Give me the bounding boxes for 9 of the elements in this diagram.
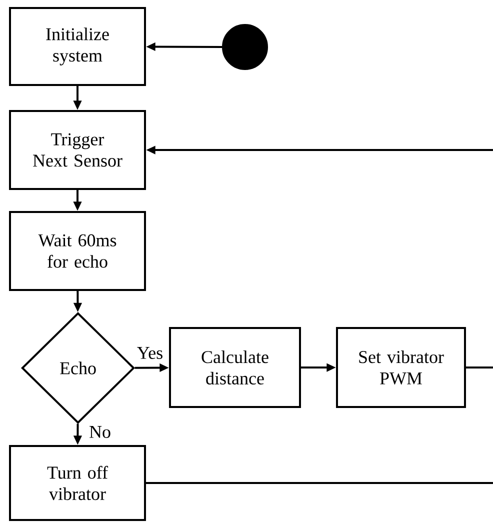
process-box: Turn off vibrator <box>9 445 146 521</box>
process-box: Set vibrator PWM <box>336 327 466 408</box>
process-box: Initialize system <box>9 7 146 86</box>
process-box: Calculate distance <box>169 327 301 408</box>
process-box: Wait 60ms for echo <box>9 211 146 291</box>
edge-label: No <box>88 424 112 440</box>
process-box: Trigger Next Sensor <box>9 110 146 190</box>
edge-label: Yes <box>136 346 164 360</box>
start-dot <box>222 24 268 70</box>
